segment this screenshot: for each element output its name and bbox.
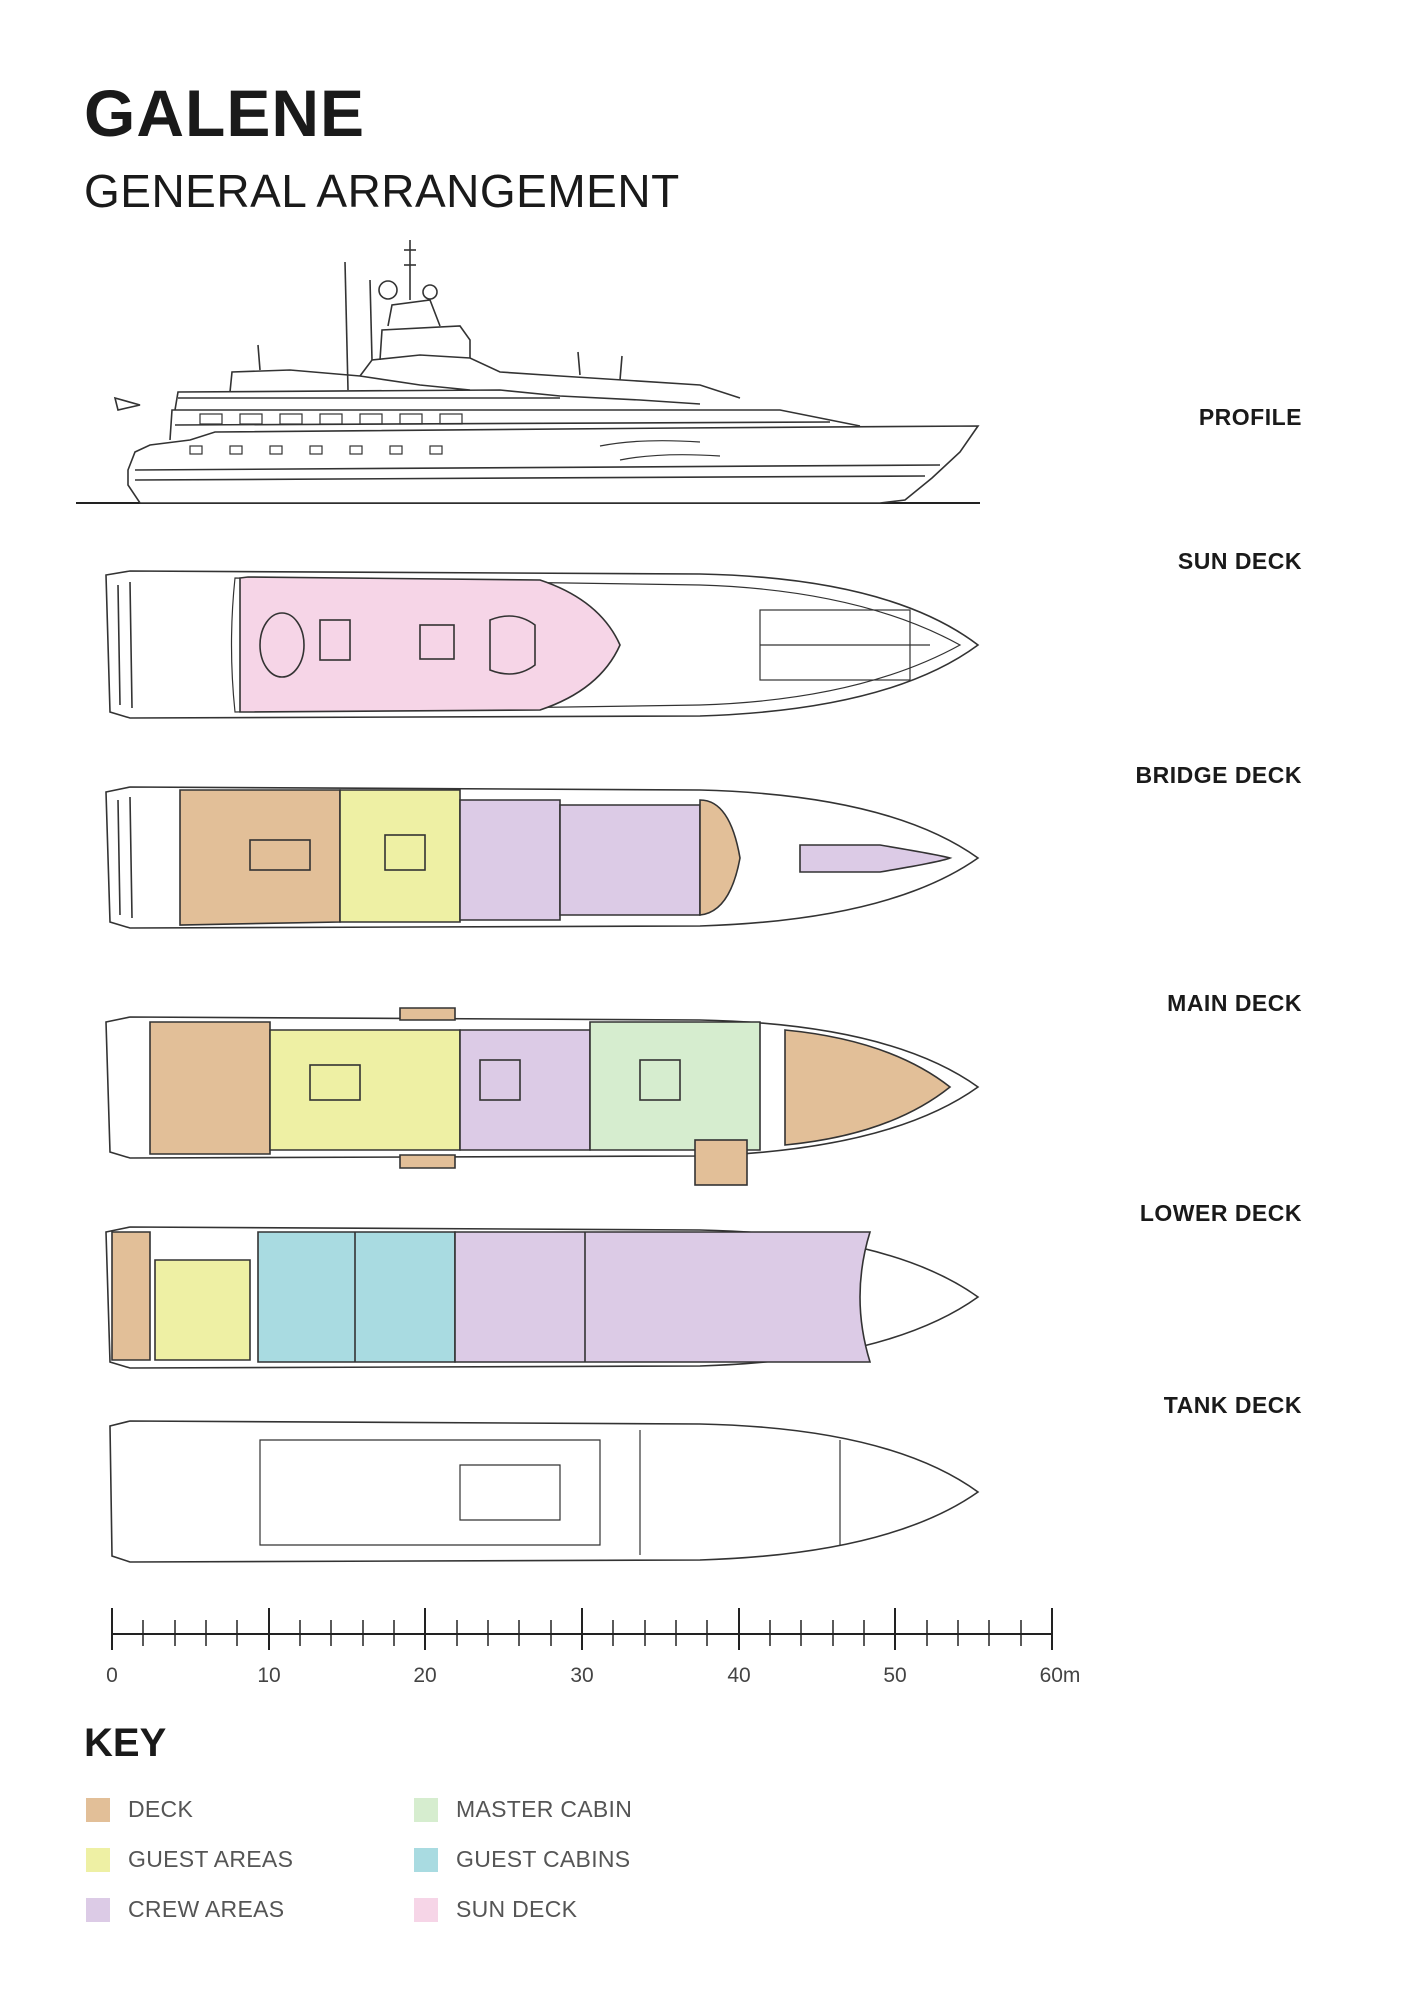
key-label: MASTER CABIN: [456, 1796, 633, 1822]
key-label: SUN DECK: [456, 1896, 578, 1922]
deck-label-profile: PROFILE: [1198, 404, 1302, 430]
key-title: KEY: [84, 1721, 167, 1765]
key-item-sun-deck: SUN DECK: [414, 1896, 577, 1923]
key-swatch-sun-deck: [414, 1897, 438, 1922]
bridge-deck-plan: [105, 786, 980, 929]
scale-tick-label: 50: [883, 1664, 907, 1687]
key-item-crew-areas: CREW AREAS: [86, 1896, 284, 1923]
key-swatch-master-cabin: [414, 1797, 438, 1822]
scale-tick-label: 30: [570, 1664, 594, 1687]
key-swatch-crew-areas: [86, 1897, 110, 1922]
deck-label-main-deck: MAIN DECK: [1167, 990, 1302, 1016]
sun-deck-plan: [105, 570, 980, 719]
profile-view: [76, 240, 980, 504]
key-label: DECK: [128, 1796, 194, 1822]
key-label: GUEST CABINS: [456, 1846, 631, 1872]
scale-tick-label: 60m: [1039, 1664, 1081, 1687]
deck-label-sun-deck: SUN DECK: [1177, 548, 1302, 574]
page-title: GALENE: [84, 76, 366, 150]
key-item-guest-areas: GUEST AREAS: [86, 1846, 293, 1873]
key-item-master-cabin: MASTER CABIN: [414, 1796, 632, 1823]
scale-tick-label: 10: [257, 1664, 281, 1687]
key-swatch-guest-areas: [86, 1847, 110, 1872]
key-item-deck: DECK: [86, 1796, 193, 1823]
scale-tick-label: 40: [727, 1664, 751, 1687]
scale-tick-label: 20: [413, 1664, 437, 1687]
scale-bar: [111, 1608, 1053, 1650]
main-deck-plan: [105, 1007, 980, 1186]
key-label: GUEST AREAS: [128, 1846, 294, 1872]
page-subtitle: GENERAL ARRANGEMENT: [84, 165, 680, 217]
lower-deck-plan: [105, 1226, 980, 1369]
key-label: CREW AREAS: [128, 1896, 285, 1922]
scale-tick-label: 0: [106, 1664, 118, 1687]
deck-label-bridge-deck: BRIDGE DECK: [1135, 762, 1302, 788]
deck-label-lower-deck: LOWER DECK: [1139, 1200, 1302, 1226]
key-swatch-deck: [86, 1797, 110, 1822]
key-swatch-guest-cabins: [414, 1847, 438, 1872]
deck-label-tank-deck: TANK DECK: [1163, 1392, 1302, 1418]
key-item-guest-cabins: GUEST CABINS: [414, 1846, 630, 1873]
tank-deck-plan: [109, 1420, 980, 1563]
